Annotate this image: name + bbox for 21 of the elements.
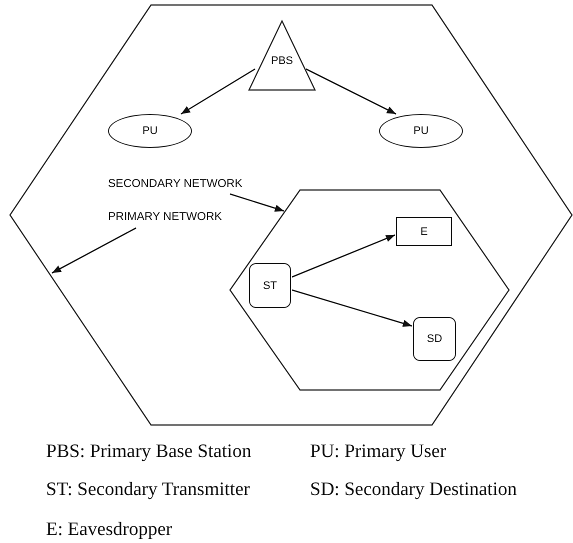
arrow xyxy=(292,289,412,327)
base-station-triangle: PBS xyxy=(249,21,315,90)
legend-text: PU: Primary User xyxy=(310,442,446,461)
arrow xyxy=(180,68,256,115)
legend-text: PBS: Primary Base Station xyxy=(46,442,252,461)
user-ellipse: PU xyxy=(108,114,192,148)
network-hexagon xyxy=(10,5,573,426)
eavesdropper-box: E xyxy=(396,217,452,246)
arrow xyxy=(52,227,136,274)
network-hexagon xyxy=(230,190,510,391)
arrow xyxy=(230,193,284,212)
user-ellipse: PU xyxy=(379,114,463,148)
legend-text: SD: Secondary Destination xyxy=(310,480,517,499)
network-label: SECONDARY NETWORK xyxy=(108,176,248,192)
arrow xyxy=(292,234,396,278)
legend-text: ST: Secondary Transmitter xyxy=(46,480,250,499)
transmitter-box: ST xyxy=(249,263,291,308)
destination-box: SD xyxy=(413,317,456,361)
legend-text: E: Eavesdropper xyxy=(46,520,172,539)
arrow xyxy=(306,68,396,115)
network-label: PRIMARY NETWORK xyxy=(108,209,238,225)
